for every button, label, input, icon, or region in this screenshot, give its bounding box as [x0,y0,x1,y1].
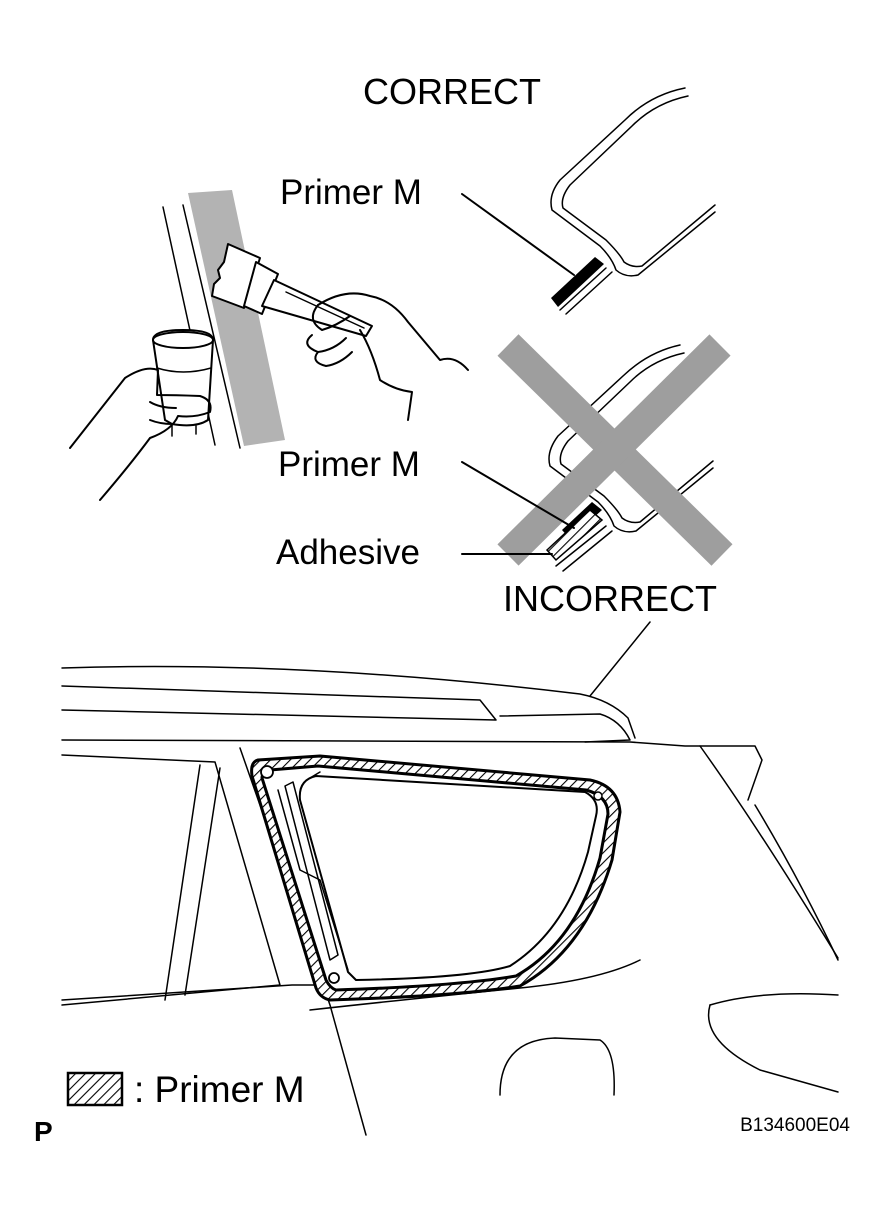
correct-cross-section [550,87,716,315]
primer-application-illustration [69,190,469,501]
legend-label: : Primer M [134,1069,305,1110]
right-hand-icon [306,292,469,421]
incorrect-cross-icon [497,334,733,566]
primer-hatched-border [250,754,622,1002]
pillar-edge-inner [182,204,241,449]
correct-primer-layer [551,257,604,307]
correct-label: CORRECT [363,71,541,112]
primer-band [188,190,285,446]
correct-primer-label: Primer M [280,173,422,212]
incorrect-label: INCORRECT [503,578,717,619]
left-hand-icon [69,367,212,501]
incorrect-adhesive-layer [545,509,604,562]
figure-id: B134600E04 [740,1115,850,1136]
corner-mark: P [34,1116,53,1147]
quarter-window-illustration [250,754,622,1002]
adhesive-label: Adhesive [276,533,420,572]
legend-hatch-swatch [66,1071,124,1107]
incorrect-primer-leader [461,461,575,529]
legend: : Primer M [66,1069,305,1110]
correct-primer-leader [461,193,575,276]
primer-cup-icon [151,328,215,437]
incorrect-primer-label: Primer M [278,445,420,484]
vehicle-body-illustration [61,665,839,1136]
detail-leader [589,621,651,697]
incorrect-cross-section [545,344,714,572]
